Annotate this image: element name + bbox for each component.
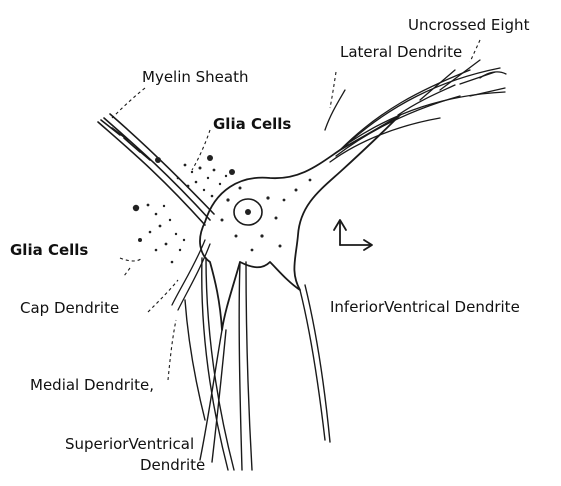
orientation-arrow-icon	[334, 220, 372, 250]
label-cap-dendrite: Cap Dendrite	[20, 299, 119, 317]
label-inferior-ventrical-dendrite: InferiorVentrical Dendrite	[330, 298, 520, 316]
cap-dendrite	[172, 240, 210, 310]
glia-cluster-left	[133, 204, 185, 264]
label-lateral-dendrite: Lateral Dendrite	[340, 43, 462, 61]
label-glia-cells-left: Glia Cells	[10, 241, 88, 259]
myelin-sheath-axon	[98, 114, 214, 225]
label-superior-ventrical-line1: SuperiorVentrical	[65, 435, 194, 453]
label-uncrossed-eighth: Uncrossed Eight	[408, 16, 530, 34]
superior-ventrical-dendrite	[202, 258, 234, 470]
inferior-ventrical-dendrite	[239, 262, 330, 470]
leader-lines	[112, 40, 480, 380]
nucleolus	[245, 209, 251, 215]
lateral-dendrite-branches	[325, 60, 506, 162]
label-medial-dendrite: Medial Dendrite,	[30, 376, 154, 394]
label-superior-ventrical-line2: Dendrite	[140, 456, 205, 474]
label-myelin-sheath: Myelin Sheath	[142, 68, 249, 86]
label-glia-cells-top: Glia Cells	[213, 115, 291, 133]
